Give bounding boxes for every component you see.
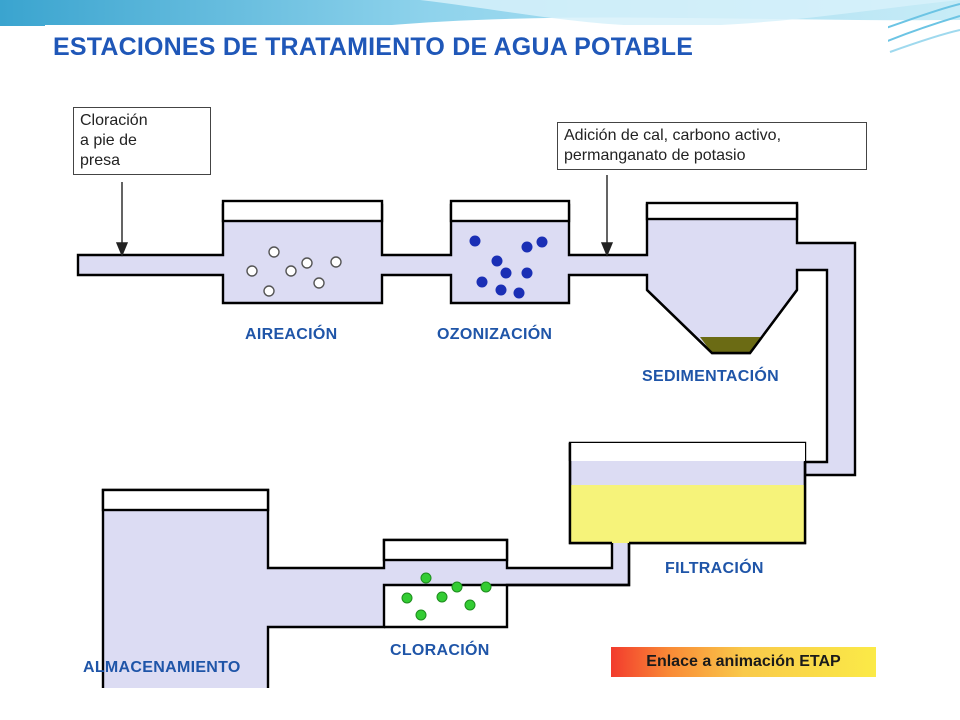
aireacion-tank-cap xyxy=(221,199,384,223)
air-bubbles xyxy=(246,246,342,297)
etap-animation-link[interactable]: Enlace a animación ETAP xyxy=(611,647,876,677)
label-filtracion: FILTRACIÓN xyxy=(665,560,764,577)
almacenamiento-tank-cap xyxy=(101,488,270,512)
label-ozonizacion: OZONIZACIÓN xyxy=(437,326,553,343)
process-diagram xyxy=(76,175,857,688)
callout-cloracion-pie-presa: Cloración a pie de presa xyxy=(73,107,211,175)
ozone-dots xyxy=(469,235,548,299)
label-sedimentacion: SEDIMENTACIÓN xyxy=(642,368,779,385)
chlorine-dots xyxy=(401,572,492,621)
sediment-layer xyxy=(700,337,762,353)
ozonizacion-tank-cap xyxy=(449,199,571,223)
label-almacenamiento: ALMACENAMIENTO xyxy=(83,659,241,676)
label-cloracion: CLORACIÓN xyxy=(390,642,490,659)
label-aireacion: AIREACIÓN xyxy=(245,326,338,343)
callout-adicion-reactivos: Adición de cal, carbono activo, permanga… xyxy=(557,122,867,170)
diagram-panel: ESTACIONES DE TRATAMIENTO DE AGUA POTABL… xyxy=(45,25,888,688)
page-title: ESTACIONES DE TRATAMIENTO DE AGUA POTABL… xyxy=(53,33,694,61)
cloracion-tank-cap xyxy=(382,538,509,562)
sedimentacion-tank-cap xyxy=(645,201,799,221)
filter-media xyxy=(570,485,805,543)
